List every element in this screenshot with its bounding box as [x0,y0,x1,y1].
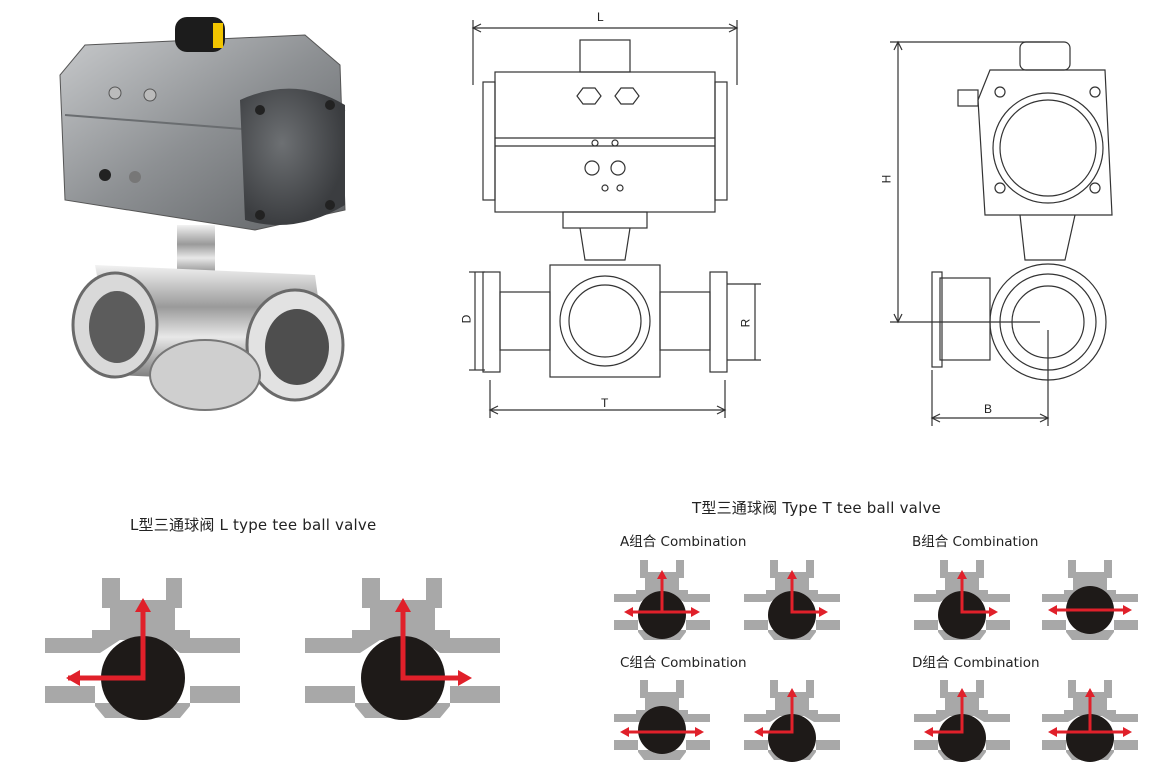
l-type-valve-diagram-2 [305,578,500,720]
combo-b-diagram-2 [1042,560,1138,640]
front-view-drawing [469,20,761,418]
combo-b-diagram-1 [914,560,1010,640]
combo-a-diagram-1 [614,560,710,640]
combo-c-diagram-1 [614,680,710,760]
combo-label-d: D组合 Combination [912,655,1040,671]
combo-label-c: C组合 Combination [620,655,747,671]
valve-photo [59,17,346,411]
combo-d-diagram-2 [1042,680,1138,762]
dim-label-D: D [459,314,474,324]
dim-label-R: R [738,318,753,328]
combo-a-diagram-2 [744,560,840,640]
dim-label-L: L [597,10,604,24]
combo-d-diagram-1 [914,680,1010,762]
l-type-title: L型三通球阀 L type tee ball valve [130,516,377,534]
t-type-title: T型三通球阀 Type T tee ball valve [692,499,941,517]
l-type-valve-diagram-1 [45,578,240,720]
dim-label-H: H [879,174,894,184]
dim-label-B: B [984,402,993,416]
side-view-drawing [890,40,1113,426]
combo-c-diagram-2 [744,680,840,762]
combo-label-a: A组合 Combination [620,534,747,550]
combo-label-b: B组合 Combination [912,534,1039,550]
dim-label-T: T [601,396,609,410]
